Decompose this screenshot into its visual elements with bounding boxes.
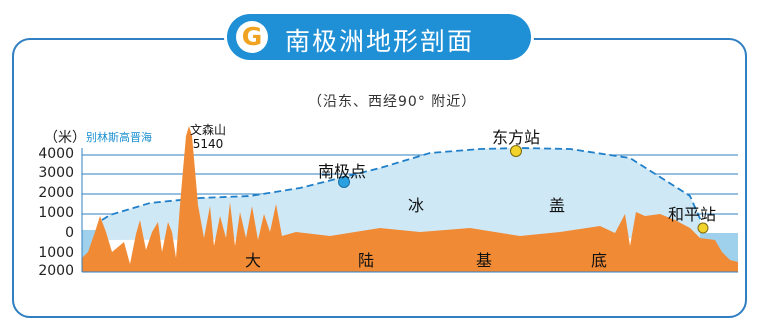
mirny-marker	[697, 222, 709, 234]
peak-elevation: 5140	[192, 137, 224, 151]
title-banner: G 南极洲地形剖面	[227, 14, 531, 60]
vostok-label: 东方站	[492, 128, 541, 147]
ice-label-1: 冰	[408, 196, 425, 215]
y-axis-unit: （米）	[44, 130, 86, 146]
y-tick-minus-1000: 1000	[38, 245, 74, 261]
sea-label: 别林斯高晋海	[86, 131, 152, 144]
ice-surface-line	[101, 147, 706, 231]
y-tick-0: 0	[65, 225, 74, 241]
y-tick-minus-2000: 2000	[38, 263, 74, 279]
y-tick-4000: 4000	[38, 146, 74, 162]
ice-label-2: 盖	[549, 196, 566, 215]
continent-label-3: 基	[476, 251, 493, 270]
diagram-subtitle: （沿东、西经90° 附近）	[308, 94, 477, 110]
mirny-label: 和平站	[668, 205, 717, 224]
vostok-marker	[510, 145, 522, 157]
section-badge: G	[236, 21, 268, 53]
south-pole-label: 南极点	[318, 162, 367, 181]
bedrock	[82, 126, 738, 272]
peak-name: 文森山	[190, 123, 227, 137]
continent-label-4: 底	[591, 251, 608, 270]
y-tick-3000: 3000	[38, 165, 74, 181]
south-pole-marker	[338, 176, 350, 188]
y-tick-1000: 1000	[38, 205, 74, 221]
continent-label-2: 陆	[358, 251, 375, 270]
diagram-title: 南极洲地形剖面	[285, 27, 475, 56]
peak-label: 文森山 5140	[190, 123, 226, 151]
y-tick-2000: 2000	[38, 185, 74, 201]
continent-label-1: 大	[245, 251, 262, 270]
